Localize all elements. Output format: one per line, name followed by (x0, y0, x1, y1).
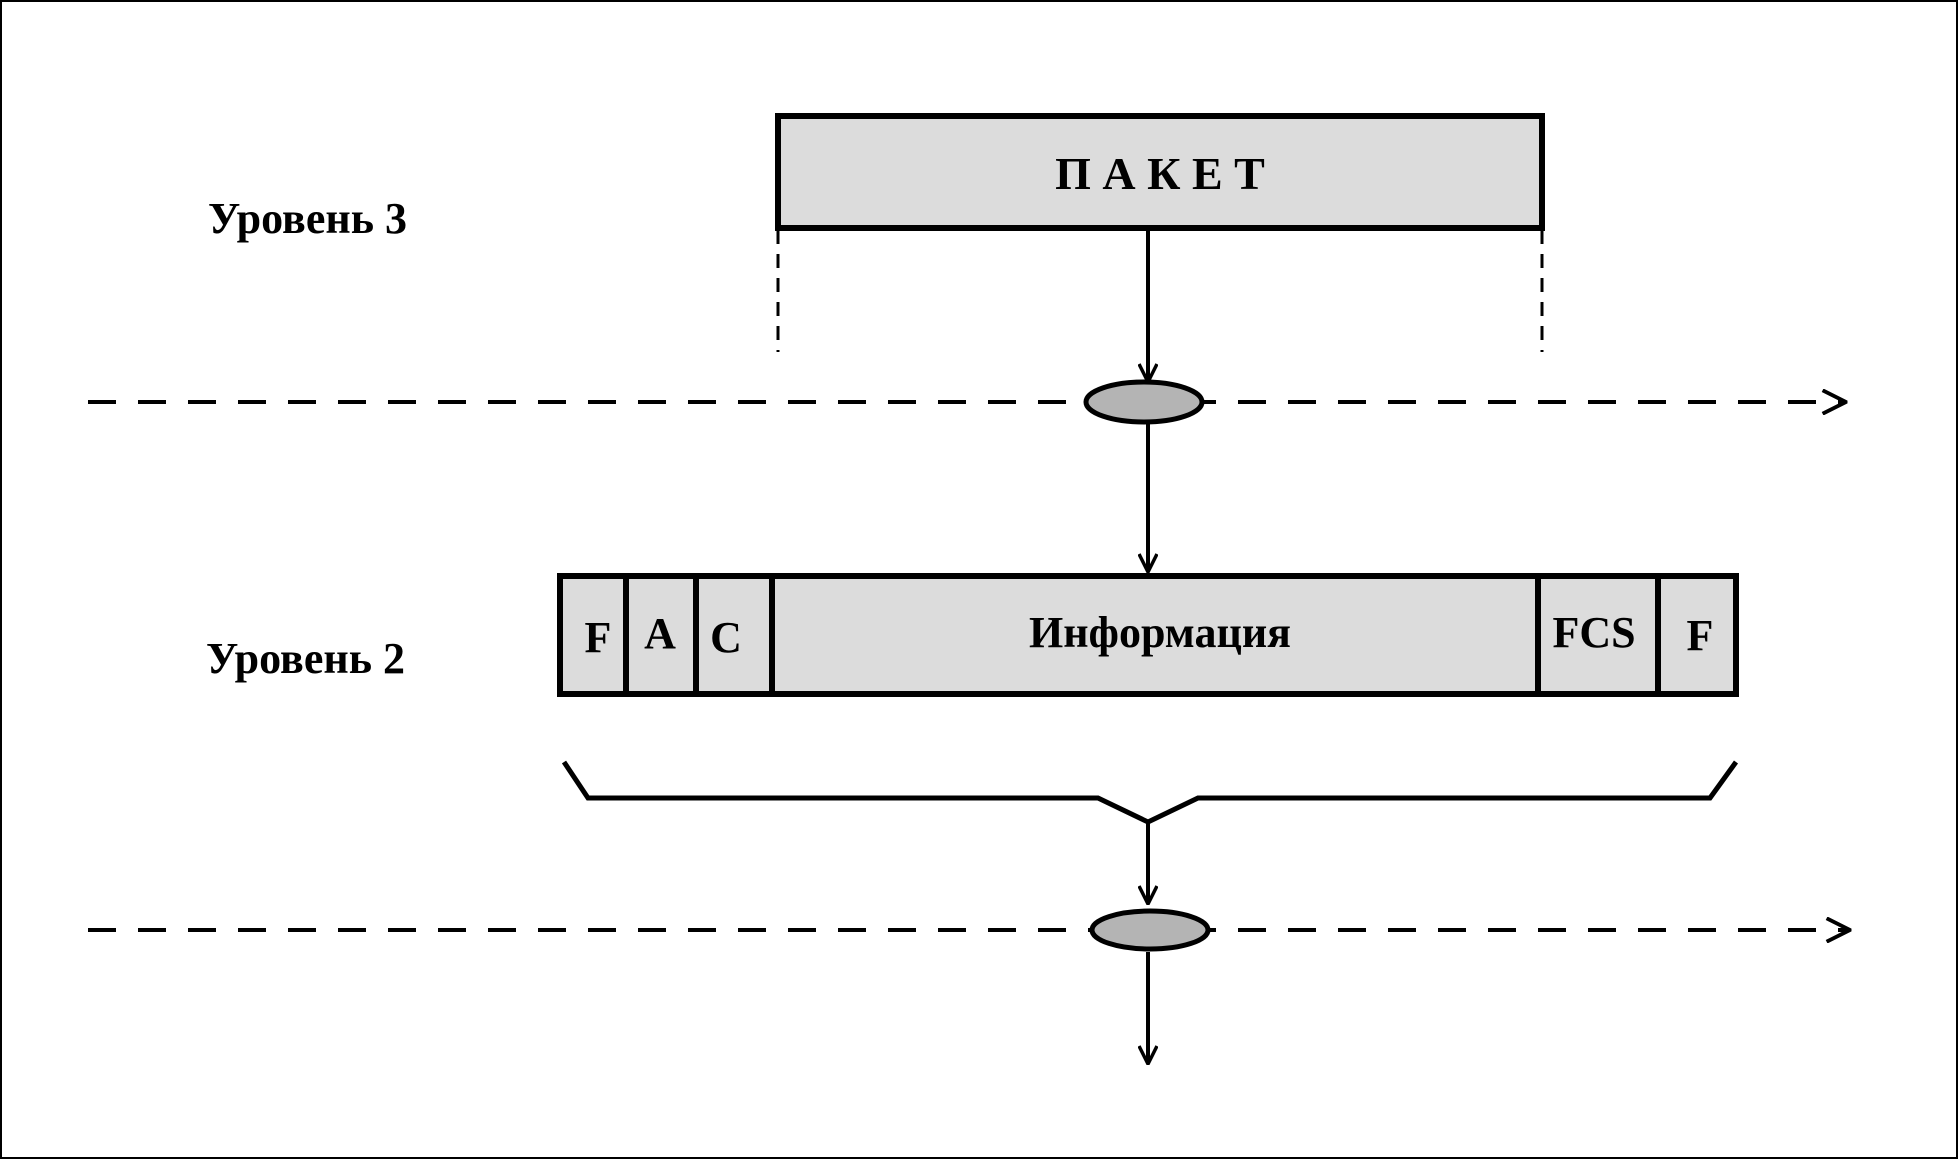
level3-label: Уровень 3 (208, 194, 407, 243)
hdlc-frame: F A C Информация FCS F (557, 573, 1739, 697)
field-information: Информация (1029, 608, 1291, 657)
frame-brace (561, 760, 1739, 825)
upper-interface-node (1083, 379, 1205, 425)
packet-box (775, 113, 1545, 231)
lower-interface-node (1089, 908, 1211, 952)
field-address: A (644, 609, 676, 658)
field-flag-start: F (585, 613, 612, 662)
field-flag-end: F (1687, 611, 1714, 660)
packet-label: П А К Е Т (1055, 148, 1265, 199)
field-fcs: FCS (1552, 608, 1635, 657)
level2-label: Уровень 2 (206, 634, 405, 683)
field-control: C (710, 613, 742, 662)
